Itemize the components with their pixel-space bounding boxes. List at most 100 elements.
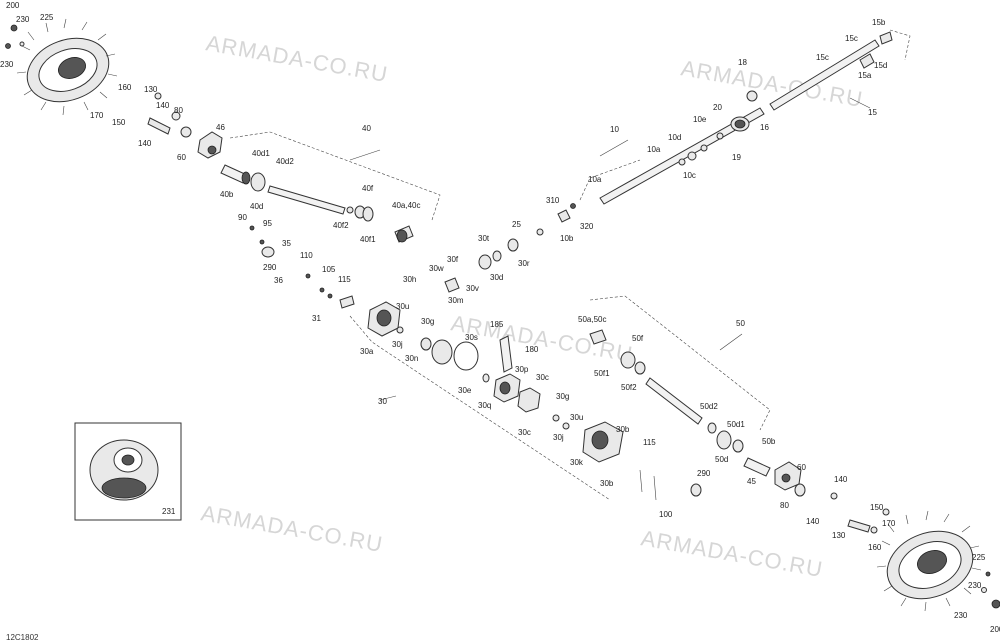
- callout-label: 30h: [403, 275, 416, 284]
- callout-label: 60: [177, 153, 186, 162]
- callout-label: 110: [300, 251, 313, 260]
- wheel-top-left: [5, 18, 118, 116]
- callout-label: 15b: [872, 18, 886, 27]
- callout-label: 115: [338, 275, 351, 284]
- callout-label: 30s: [465, 333, 478, 342]
- callout-label: 25: [512, 220, 521, 229]
- reference-code: 12C1802: [6, 633, 39, 642]
- callout-label: 30f: [447, 255, 459, 264]
- callout-label: 40f1: [360, 235, 376, 244]
- callout-label: 140: [138, 139, 152, 148]
- callout-label: 80: [780, 501, 789, 510]
- front-axle-left: [147, 92, 414, 243]
- callout-label: 15d: [874, 61, 887, 70]
- callout-label: 170: [882, 519, 896, 528]
- callout-label: 18: [738, 58, 747, 67]
- rear-axle-right: [589, 329, 890, 534]
- callout-label: 320: [580, 222, 594, 231]
- callout-label: 180: [525, 345, 539, 354]
- callout-label: 230: [0, 60, 14, 69]
- callout-label: 200: [990, 625, 1000, 634]
- callout-label: 95: [263, 219, 272, 228]
- callout-label: 50f2: [621, 383, 637, 392]
- callout-label: 40d1: [252, 149, 270, 158]
- callout-label: 30r: [518, 259, 530, 268]
- callout-label: 290: [697, 469, 711, 478]
- callout-label: 225: [40, 13, 54, 22]
- inset-label: 231: [162, 507, 176, 516]
- callout-label: 40b: [220, 190, 234, 199]
- callout-label: 10: [610, 125, 619, 134]
- callout-label: 30m: [448, 296, 464, 305]
- small-parts: [249, 225, 702, 501]
- watermarks: ARMADA-CO.RU ARMADA-CO.RU ARMADA-CO.RU A…: [199, 30, 865, 582]
- wheel-bottom-right: [876, 510, 1000, 612]
- callout-label: 40a,40c: [392, 201, 420, 210]
- callout-label: 230: [954, 611, 968, 620]
- callout-label: 100: [659, 510, 673, 519]
- callout-label: 290: [263, 263, 277, 272]
- callout-label: 40: [362, 124, 371, 133]
- callout-label: 10c: [683, 171, 696, 180]
- callout-label: 16: [760, 123, 769, 132]
- callout-label: 30p: [515, 365, 529, 374]
- inset-panel: 231: [74, 422, 182, 521]
- callout-label: 30c: [518, 428, 531, 437]
- callout-label: 160: [868, 543, 882, 552]
- callout-label: 130: [832, 531, 846, 540]
- callout-label: 30v: [466, 284, 479, 293]
- callout-label: 10a: [647, 145, 661, 154]
- callout-label: 10e: [693, 115, 707, 124]
- callout-label: 30b: [600, 479, 614, 488]
- watermark: ARMADA-CO.RU: [204, 30, 390, 87]
- callout-label: 50d: [715, 455, 728, 464]
- callout-label: 46: [216, 123, 225, 132]
- callout-label: 30b: [616, 425, 630, 434]
- callout-label: 30: [378, 397, 387, 406]
- callout-label: 40d: [250, 202, 263, 211]
- callout-label: 160: [118, 83, 132, 92]
- callout-label: 30w: [429, 264, 444, 273]
- callout-label: 15c: [816, 53, 829, 62]
- callout-label: 50a,50c: [578, 315, 606, 324]
- callout-label: 50f1: [594, 369, 610, 378]
- callout-label: 310: [546, 196, 560, 205]
- watermark: ARMADA-CO.RU: [639, 525, 825, 582]
- callout-label: 140: [834, 475, 848, 484]
- callout-label: 50d2: [700, 402, 718, 411]
- callout-label: 50f: [632, 334, 644, 343]
- callout-label: 30u: [396, 302, 409, 311]
- central-gearbox: [367, 250, 624, 463]
- callout-label: 150: [112, 118, 126, 127]
- callout-label: 30d: [490, 273, 503, 282]
- callout-label: 150: [870, 503, 884, 512]
- callout-label: 105: [322, 265, 336, 274]
- callout-label: 30a: [360, 347, 374, 356]
- callout-label: 60: [797, 463, 806, 472]
- callout-label: 35: [282, 239, 291, 248]
- callout-label: 130: [144, 85, 158, 94]
- callout-label: 230: [16, 15, 30, 24]
- callout-label: 40f: [362, 184, 374, 193]
- callout-label: 40f2: [333, 221, 349, 230]
- callout-label: 30q: [478, 401, 491, 410]
- callout-label: 15: [868, 108, 877, 117]
- callout-label: 30g: [556, 392, 569, 401]
- callout-label: 50b: [762, 437, 776, 446]
- callout-label: 225: [972, 553, 986, 562]
- callout-label: 30j: [392, 340, 403, 349]
- callout-label: 31: [312, 314, 321, 323]
- callout-label: 170: [90, 111, 104, 120]
- group-brackets: [229, 29, 911, 501]
- callout-label: 15a: [858, 71, 872, 80]
- front-drive-right: [507, 31, 893, 252]
- callout-label: 140: [806, 517, 820, 526]
- callout-label: 90: [238, 213, 247, 222]
- callout-label: 30n: [405, 354, 418, 363]
- callout-label: 200: [6, 1, 20, 10]
- callout-label: 10d: [668, 133, 681, 142]
- callout-label: 230: [968, 581, 982, 590]
- callout-label: 140: [156, 101, 170, 110]
